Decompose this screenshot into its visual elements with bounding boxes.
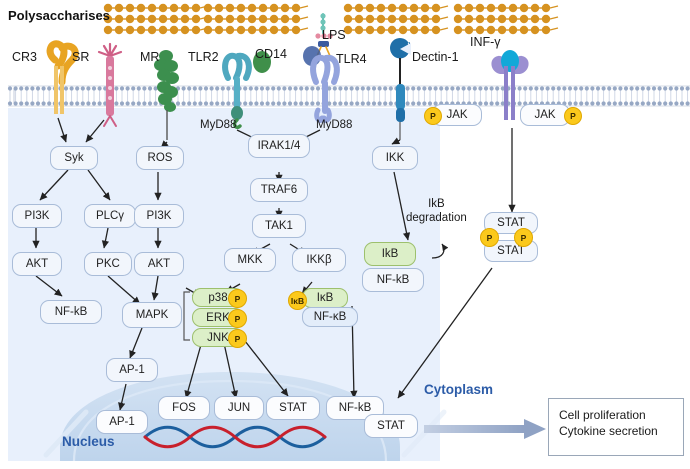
node-pi3k-right: PI3K: [134, 204, 184, 228]
node-traf6: TRAF6: [250, 178, 308, 202]
node-tak1: TAK1: [252, 214, 306, 238]
phospho-jak-right: P: [564, 107, 582, 125]
node-ikb-right: IkB: [364, 242, 416, 266]
output-box: Cell proliferation Cytokine secretion: [548, 398, 684, 456]
dna-helix: [143, 425, 327, 449]
receptor-label-mr: MR: [140, 50, 160, 64]
output-arrow: [424, 419, 546, 439]
node-pi3k-left: PI3K: [12, 204, 62, 228]
node-nfkb-left: NF-kB: [40, 300, 102, 324]
node-mkk: MKK: [224, 248, 276, 272]
receptor-cr3-glyph: [46, 40, 79, 114]
receptor-tlr4-glyph: [303, 46, 340, 123]
jak-left: JAK: [432, 104, 482, 126]
cell-membrane: [7, 84, 690, 108]
annotation-ikb-degradation: IkB degradation: [406, 198, 467, 226]
compartment-label-cytoplasm: Cytoplasm: [424, 382, 494, 397]
phospho-stat-right: P: [514, 228, 533, 247]
adaptor-label-myd88-tlr2: MyD88: [200, 119, 237, 131]
receptor-mr-glyph: [154, 50, 179, 140]
ligand-label-lps: LPS: [322, 28, 346, 42]
receptor-dectin1-glyph: [390, 38, 411, 140]
output-line-1: Cell proliferation: [559, 408, 646, 422]
phospho-stat-left: P: [480, 228, 499, 247]
annotation-line1: IkB: [428, 198, 445, 210]
phospho-p38: P: [228, 289, 247, 308]
node-ikb-complex: IκB: [302, 288, 348, 308]
compartment-label-nucleus: Nucleus: [62, 434, 115, 449]
annotation-line2: degradation: [406, 211, 467, 224]
node-ap1-cytoplasm: AP-1: [106, 358, 158, 382]
adaptor-label-myd88-tlr4: MyD88: [316, 119, 353, 131]
polysaccharide-chains: [103, 3, 559, 35]
node-nfkb-right: NF-kB: [362, 268, 424, 292]
node-irak14: IRAK1/4: [248, 134, 310, 158]
nucleus-factor-stat-2: STAT: [364, 414, 418, 438]
phospho-ikb: IκB: [288, 291, 307, 310]
receptor-tlr2-glyph: [222, 52, 252, 129]
arrow-ikb-degradation: [431, 243, 449, 259]
nucleus-factor-jun: JUN: [214, 396, 264, 420]
receptor-ifngr-glyph: [491, 50, 529, 120]
node-syk: Syk: [50, 146, 98, 170]
receptor-label-cr3: CR3: [12, 50, 38, 64]
receptor-sr-glyph: [97, 42, 123, 127]
phospho-erk: P: [228, 309, 247, 328]
node-plcg: PLCγ: [84, 204, 136, 228]
receptor-label-cd14: CD14: [255, 47, 287, 61]
receptor-label-tlr2: TLR2: [188, 50, 219, 64]
phospho-jnk: P: [228, 329, 247, 348]
nucleus-factor-fos: FOS: [158, 396, 210, 420]
node-mapk: MAPK: [122, 302, 182, 328]
nucleus-factor-stat-1: STAT: [266, 396, 320, 420]
nucleus-factor-ap1: AP-1: [96, 410, 148, 434]
receptor-label-tlr4: TLR4: [336, 52, 367, 66]
receptor-label-ifng: INF-γ: [470, 35, 501, 49]
node-akt-left: AKT: [12, 252, 62, 276]
node-ikk: IKK: [372, 146, 418, 170]
receptor-label-dectin1: Dectin-1: [412, 50, 459, 64]
phospho-jak-left: P: [424, 107, 442, 125]
node-nfkb-complex: NF-κB: [302, 307, 358, 327]
page-title: Polysaccharises: [8, 8, 110, 23]
receptor-cd14-glyph: [253, 51, 271, 73]
node-ikkb: IKKβ: [292, 248, 346, 272]
node-akt-right: AKT: [134, 252, 184, 276]
node-ros: ROS: [136, 146, 184, 170]
receptor-label-sr: SR: [72, 50, 90, 64]
node-pkc: PKC: [84, 252, 132, 276]
output-line-2: Cytokine secretion: [559, 424, 658, 439]
